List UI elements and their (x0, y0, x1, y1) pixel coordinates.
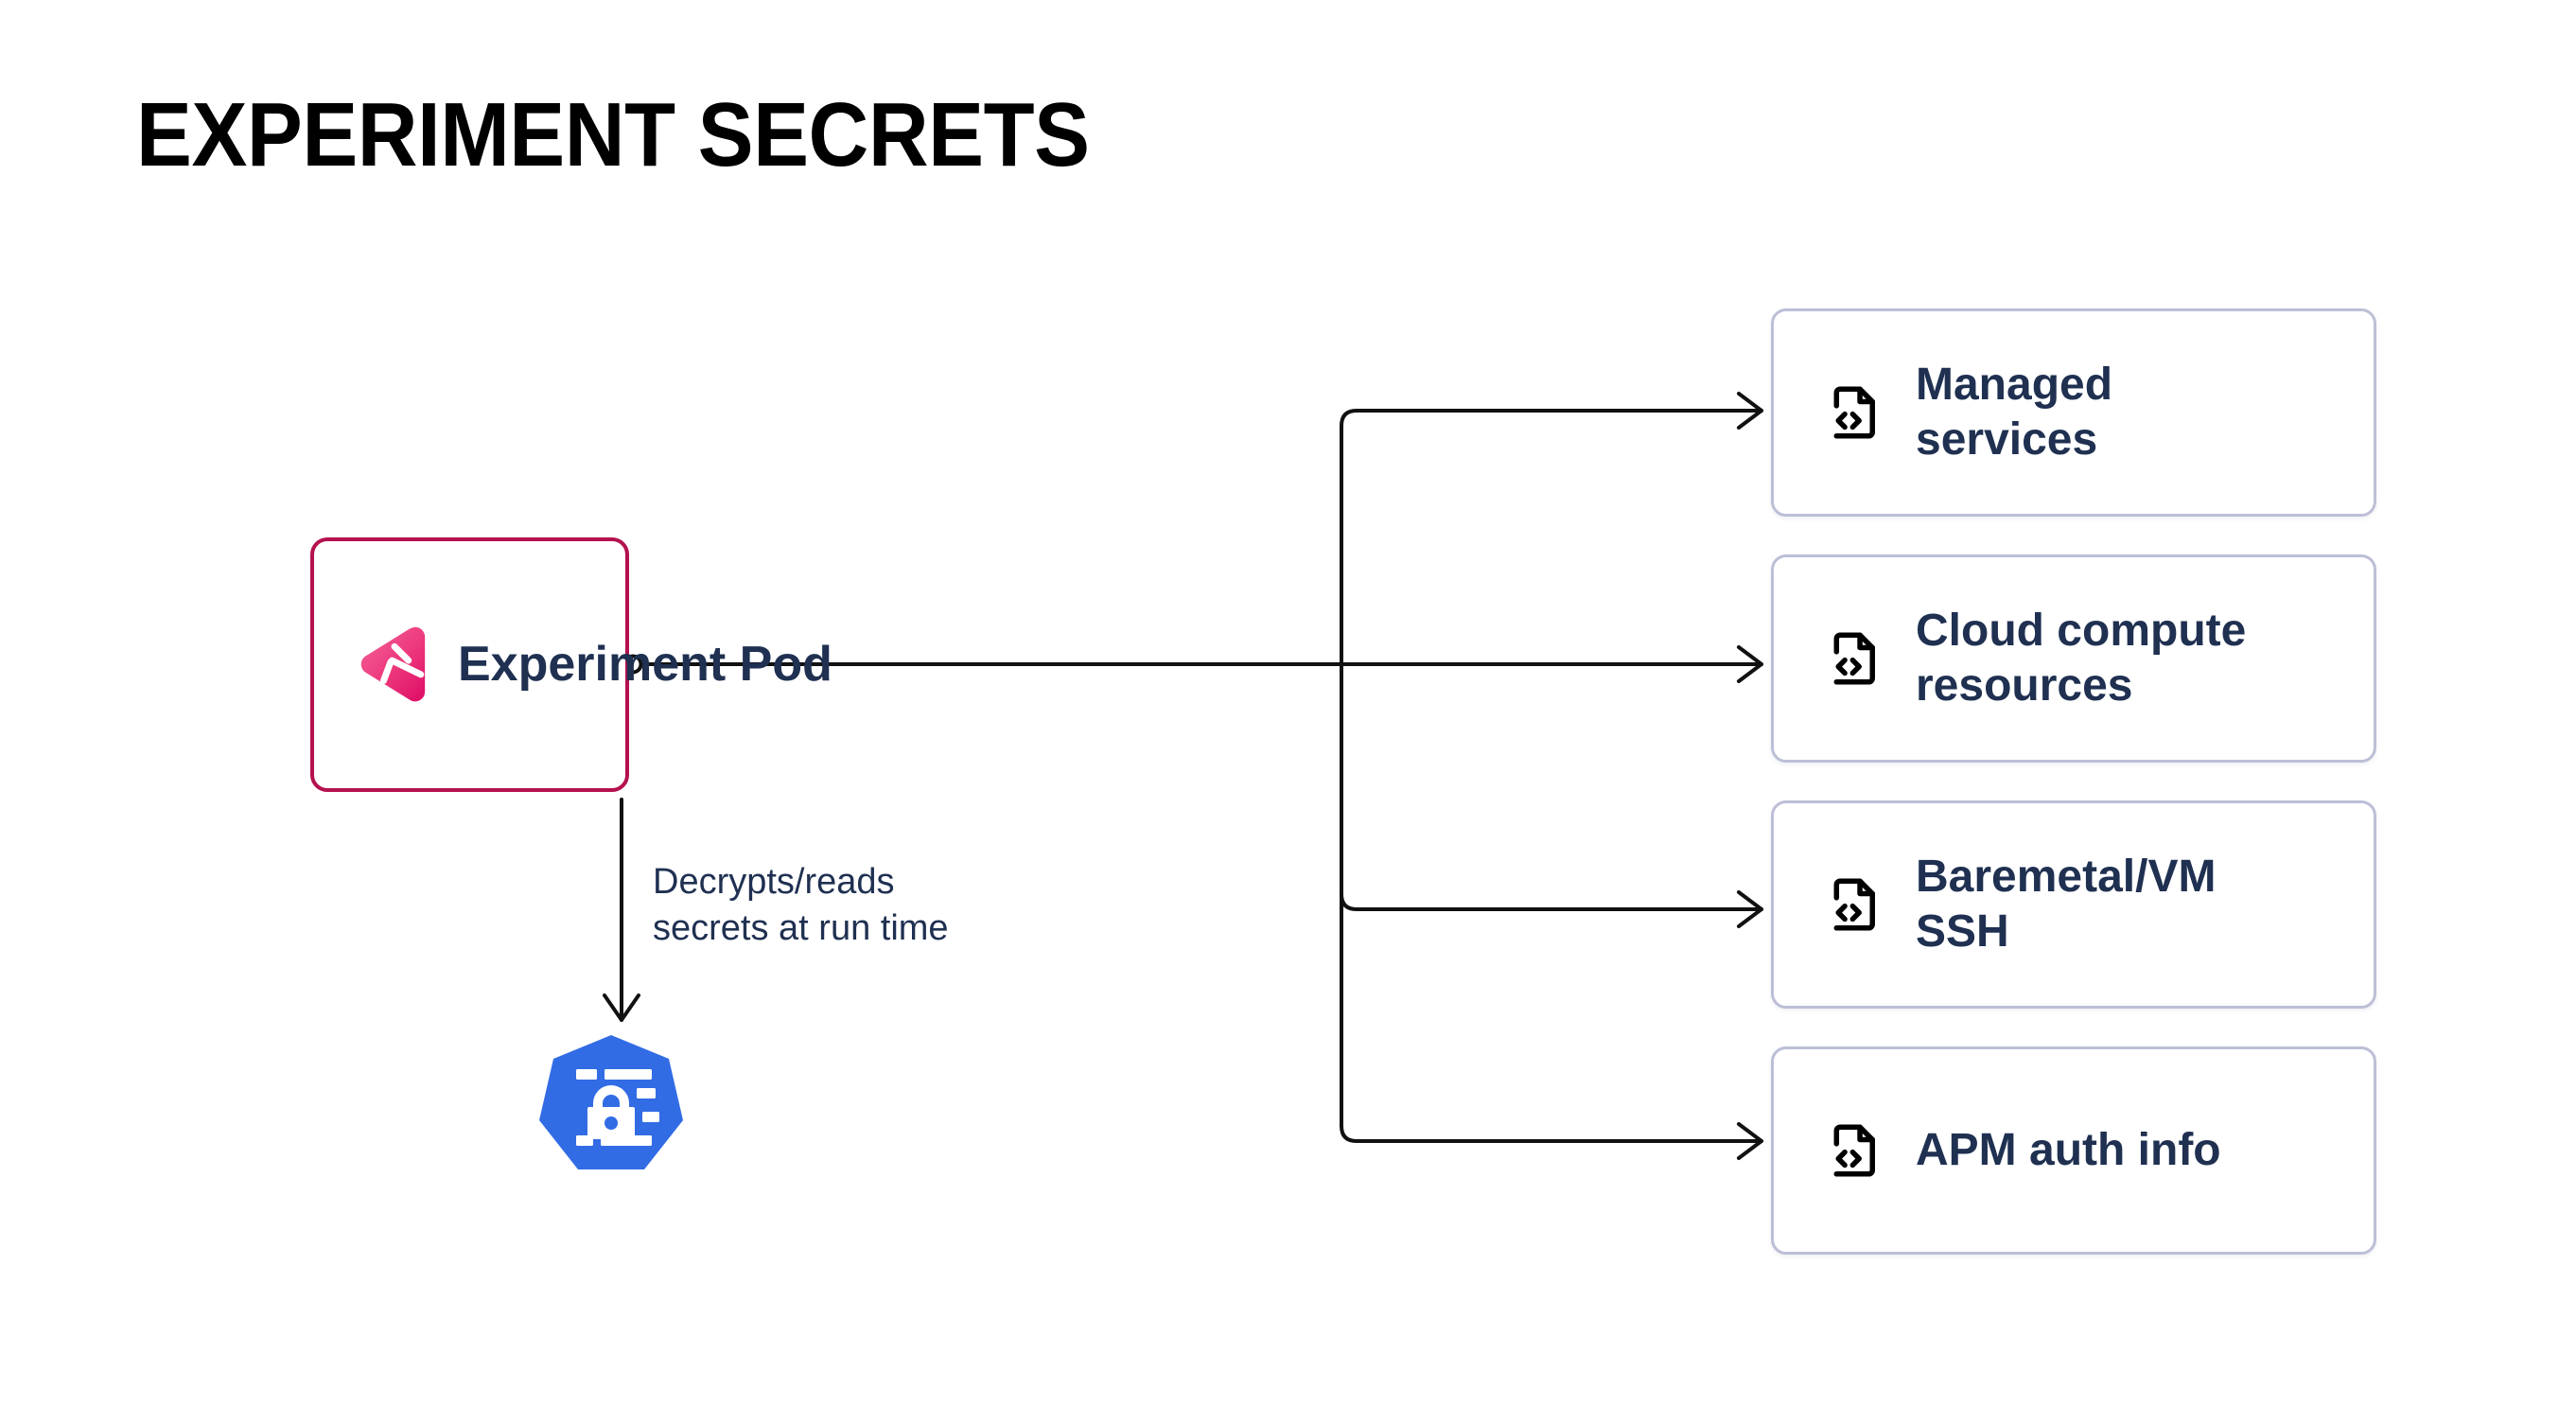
arrowhead-apm-auth-info (1737, 1122, 1763, 1160)
card-apm-auth-info-line1: APM auth info (1916, 1125, 2221, 1176)
card-baremetal-vm-ssh[interactable]: Baremetal/VM SSH (1771, 800, 2376, 1009)
card-cloud-compute-resources-label: Cloud compute resources (1916, 604, 2246, 712)
card-managed-services[interactable]: Managed services (1771, 308, 2376, 517)
kubernetes-secret-icon: secret (539, 1035, 683, 1203)
arrowhead-managed-services (1737, 392, 1763, 430)
kubernetes-heptagon-shape (539, 1035, 683, 1169)
card-apm-auth-info[interactable]: APM auth info (1771, 1046, 2376, 1255)
card-baremetal-vm-ssh-line1: Baremetal/VM (1916, 852, 2217, 903)
card-managed-services-line2: services (1916, 414, 2098, 465)
card-apm-auth-info-label: APM auth info (1916, 1123, 2221, 1178)
card-managed-services-label: Managed services (1916, 358, 2112, 466)
edge-to-baremetal-vm-ssh (1340, 892, 1763, 911)
edge-to-managed-services (1340, 409, 1763, 428)
experiment-pod-node[interactable]: Experiment Pod (310, 537, 832, 792)
file-code-icon (1833, 632, 1875, 685)
arrowhead-cloud-compute (1737, 645, 1763, 683)
edge-to-apm-auth-info (1340, 1124, 1763, 1143)
card-cloud-compute-resources-line2: resources (1916, 660, 2133, 711)
file-code-icon (1833, 878, 1875, 931)
decrypts-reads-secrets-line2: secrets at run time (653, 907, 949, 948)
card-baremetal-vm-ssh-label: Baremetal/VM SSH (1916, 850, 2216, 958)
file-code-icon (1833, 1124, 1875, 1177)
card-managed-services-line1: Managed (1916, 360, 2113, 411)
file-code-icon (1833, 386, 1875, 439)
kubernetes-secret-label: secret (572, 1171, 650, 1203)
card-baremetal-vm-ssh-line2: SSH (1916, 906, 2009, 957)
decrypts-reads-secrets-line1: Decrypts/reads (653, 862, 895, 902)
kubernetes-secret-node[interactable]: secret (531, 1031, 692, 1211)
experiment-pod-label: Experiment Pod (458, 637, 832, 693)
padlock-keyhole (605, 1116, 618, 1130)
gremlin-logo-icon (360, 626, 426, 701)
card-cloud-compute-resources-line1: Cloud compute (1916, 606, 2247, 657)
page-title: EXPERIMENT SECRETS (136, 84, 1090, 185)
arrowhead-baremetal-vm-ssh (1737, 890, 1763, 928)
arrowhead-secret (603, 993, 640, 1022)
card-cloud-compute-resources[interactable]: Cloud compute resources (1771, 554, 2376, 763)
decrypts-reads-secrets-label: Decrypts/reads secrets at run time (653, 859, 1050, 951)
